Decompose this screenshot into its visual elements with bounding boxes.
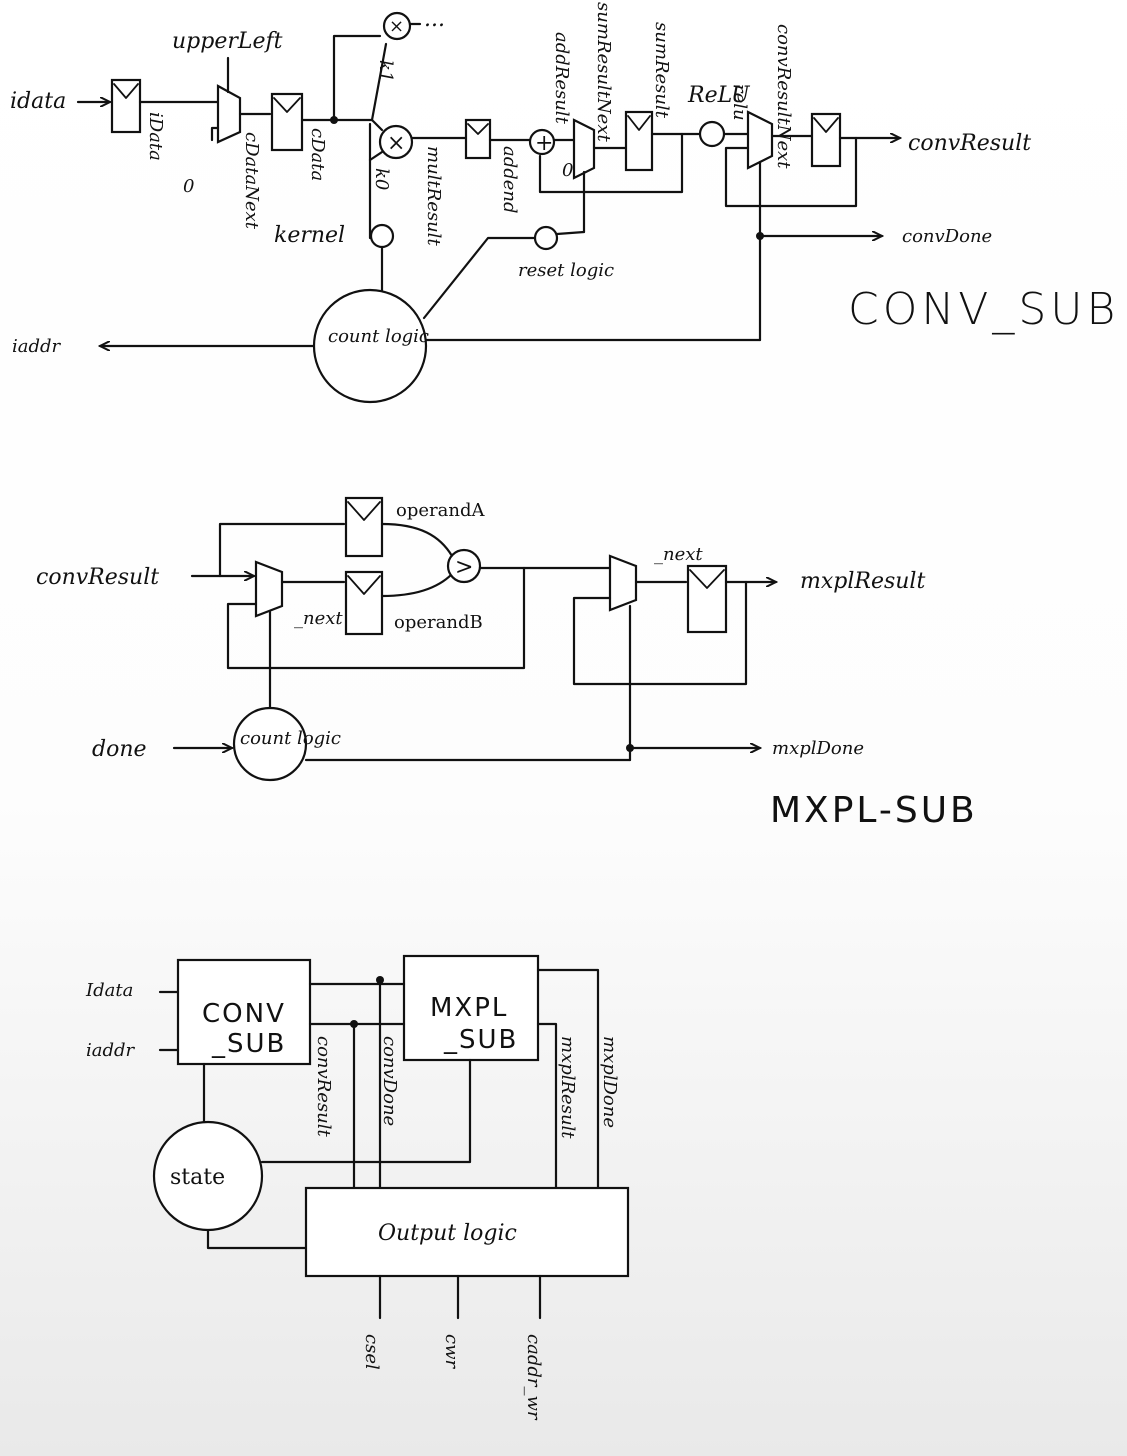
top-level-diagram: CONV _SUB Idata iaddr MXPL _SUB convResu…: [85, 956, 628, 1421]
conv-box-label-1: CONV: [202, 999, 286, 1029]
conv-result-label: convResult: [908, 131, 1031, 156]
operand-b-out: [382, 574, 452, 596]
caddr-label: caddr_wr: [523, 1334, 544, 1421]
sum-result-next-label: sumResultNext: [593, 2, 614, 142]
next-b-label: _next: [294, 608, 343, 629]
conv-result-top-label: convResult: [313, 1036, 334, 1137]
sum-mux: [574, 120, 594, 178]
mult-k0-symbol: ×: [387, 131, 405, 156]
operand-a-out: [382, 524, 452, 556]
idata-top-label: Idata: [85, 980, 133, 1001]
conv-result-mux: [748, 112, 772, 168]
mult-result-label: multResult: [423, 146, 444, 246]
count-logic-label: count logic: [328, 326, 429, 347]
mult-k1-symbol: ×: [389, 16, 404, 37]
idata-reg-label: iData: [145, 112, 166, 161]
adder-symbol: +: [535, 131, 553, 156]
cdata-next-label: cDataNext: [241, 132, 262, 230]
idata-input-label: idata: [10, 89, 66, 114]
mxpl-box-label-2: _SUB: [443, 1025, 518, 1055]
mxpl-result-register: [688, 566, 726, 632]
result-mux: [610, 556, 636, 610]
done-input-label: done: [92, 737, 147, 762]
conv-sub-diagram: idata iData upperLeft 0 cDataNext cData …: [10, 2, 1119, 402]
mxpl-result-top-wire: [538, 1024, 556, 1188]
mxpl-done-wire: [630, 748, 760, 760]
cdata-to-mult: [372, 120, 382, 130]
sum-result-label: sumResult: [651, 22, 672, 119]
conv-result-next-label: convResultNext: [773, 24, 794, 169]
state-label: state: [170, 1165, 225, 1190]
upper-left-label: upperLeft: [172, 29, 283, 54]
kernel-node: [371, 225, 393, 247]
conv-sub-title: CONV_SUB: [848, 284, 1119, 335]
output-logic-label: Output logic: [378, 1221, 517, 1246]
conv-done-top-junction: [376, 976, 384, 984]
cdata-label: cData: [307, 128, 328, 181]
cdata-register: [272, 94, 302, 150]
csel-label: csel: [361, 1334, 382, 1370]
conv-box-label-2: _SUB: [211, 1029, 286, 1059]
addend-label: addend: [499, 146, 520, 214]
mxpl-sub-title: MXPL-SUB: [770, 790, 978, 831]
k0-to-mult: [370, 152, 382, 160]
mxpl-box-label-1: MXPL: [430, 993, 508, 1023]
relu-unit: [700, 122, 724, 146]
k1-label: k1: [375, 60, 396, 82]
mxpl-count-logic-label: count logic: [240, 728, 341, 749]
zero-a-label: 0: [183, 176, 194, 197]
cwr-label: cwr: [441, 1334, 462, 1369]
zero-b-label: 0: [562, 160, 573, 181]
operand-a-wire: [220, 524, 344, 576]
reset-logic-node: [535, 227, 557, 249]
kernel-label: kernel: [274, 223, 345, 248]
mxpl-mux: [256, 562, 282, 616]
reset-logic-label: reset logic: [518, 260, 614, 281]
next-a-label: _next: [654, 544, 703, 565]
conv-done-top-label: convDone: [379, 1036, 400, 1126]
mxpl-done-top-label: mxplDone: [599, 1036, 620, 1128]
conv-done-label: convDone: [902, 226, 992, 247]
conv-result-input-label: convResult: [36, 565, 159, 590]
add-result-label: addResult: [551, 32, 572, 125]
sum-result-register: [626, 112, 652, 170]
operand-b-register: [346, 572, 382, 634]
reset-to-mux: [557, 232, 584, 234]
mxpl-done-label: mxplDone: [772, 738, 864, 759]
mxpl-sub-diagram: convResult _next operandA operandB > _ne…: [36, 498, 978, 831]
state-output-wire: [208, 1230, 306, 1248]
operand-a-label: operandA: [396, 500, 485, 521]
cdata-tap-wire: [334, 36, 380, 120]
relu-out-label: relu: [729, 84, 750, 121]
iaddr-label: iaddr: [12, 336, 62, 357]
mxpl-result-label: mxplResult: [800, 569, 925, 594]
mxpl-result-top-label: mxplResult: [557, 1036, 578, 1139]
comparator-symbol: >: [455, 555, 473, 580]
k0-label: k0: [371, 168, 392, 190]
upper-left-mux: [218, 86, 240, 142]
ellipsis-label: ...: [424, 7, 445, 32]
iaddr-top-label: iaddr: [86, 1040, 136, 1061]
operand-b-label: operandB: [394, 612, 483, 633]
state-mxpl-wire: [262, 1060, 470, 1162]
